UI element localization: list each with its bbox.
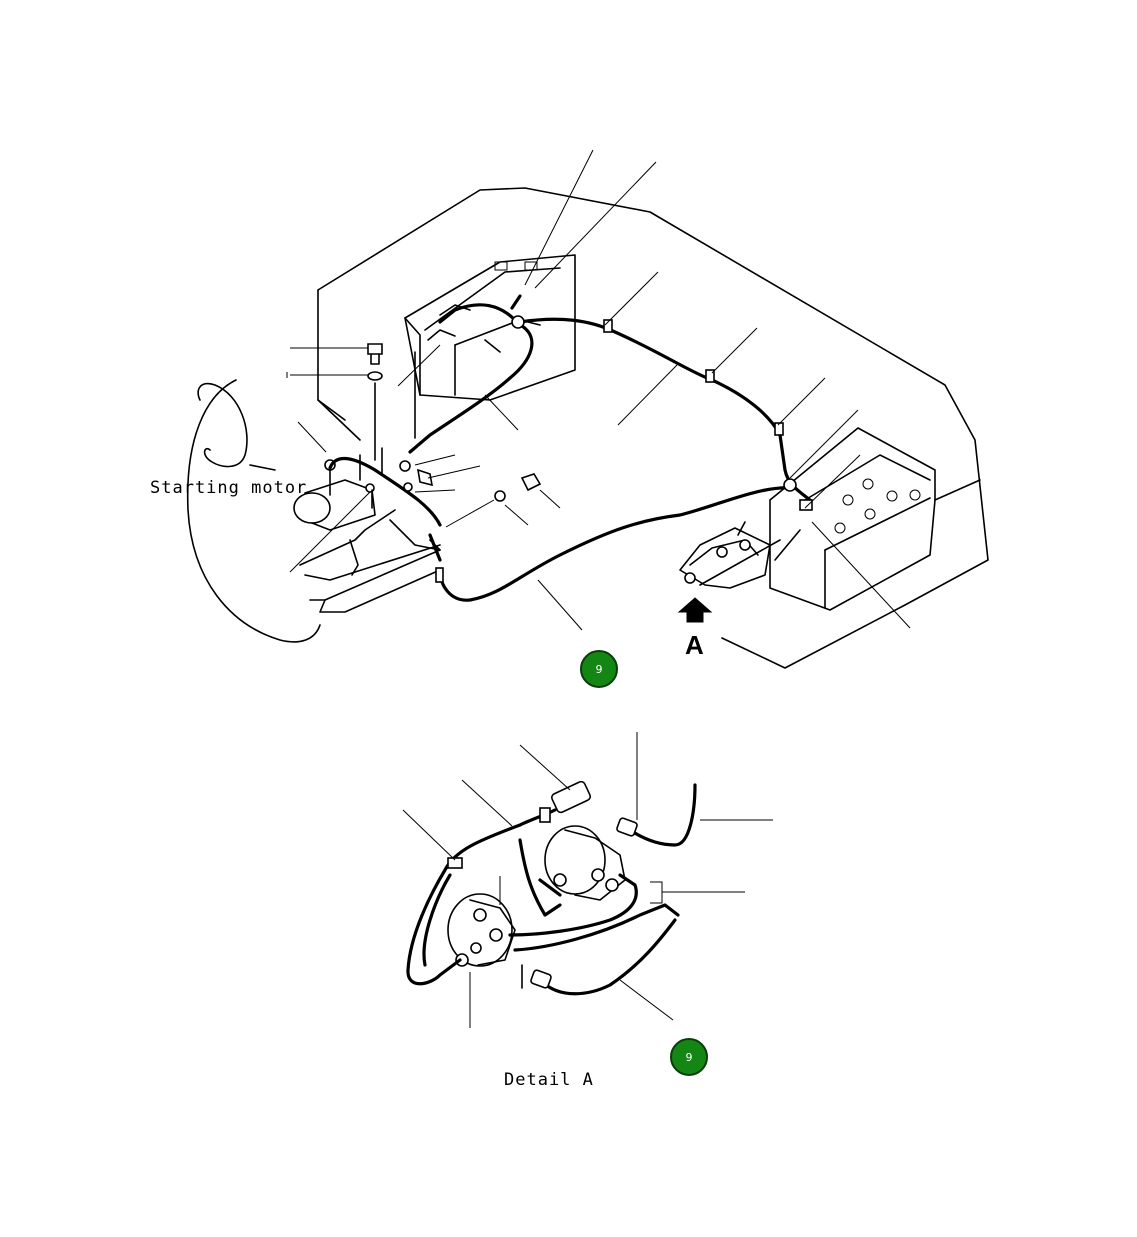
- leader-lines-upper: [286, 149, 911, 631]
- starting-motor-label: Starting motor: [150, 478, 308, 498]
- detail-a-drawing: [406, 780, 697, 996]
- left-battery: [404, 254, 576, 439]
- right-battery: [769, 427, 936, 611]
- view-arrow-icon: [677, 597, 713, 623]
- detail-a-label: Detail A: [504, 1070, 594, 1090]
- cable-runs: [328, 294, 813, 602]
- chassis-outline: [317, 187, 989, 669]
- callout-badge[interactable]: 9: [580, 650, 618, 688]
- fasteners: [365, 343, 542, 509]
- starting-motor: [293, 447, 383, 531]
- battery-relay: [679, 521, 801, 589]
- engine-housing: [186, 379, 441, 643]
- view-a-label: A: [685, 630, 704, 660]
- callout-badge[interactable]: 9: [670, 1038, 708, 1076]
- leader-lines-detail: [402, 732, 773, 1028]
